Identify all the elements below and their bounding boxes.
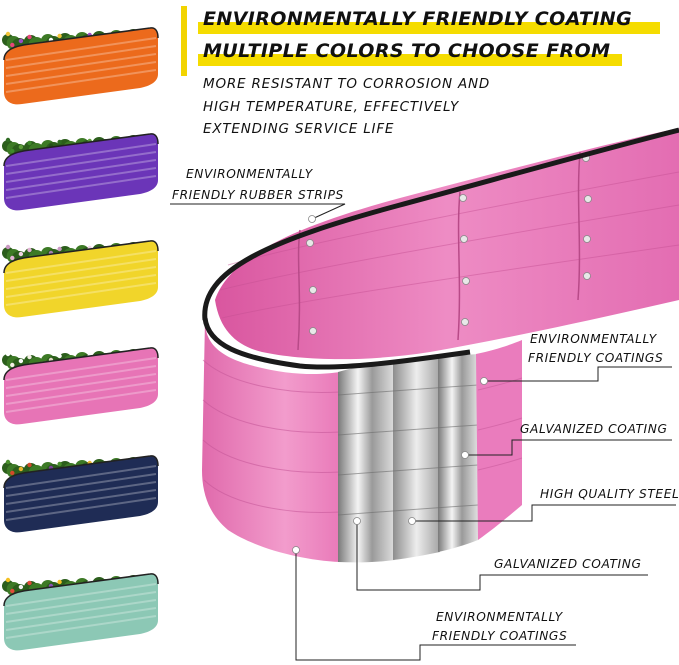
planter-body	[4, 455, 158, 533]
steel-layer-2	[393, 357, 440, 560]
color-option-yellow[interactable]	[0, 215, 160, 323]
subtext-line-3: EXTENDING SERVICE LIFE	[203, 121, 395, 137]
inner-wall-ribs	[219, 171, 679, 319]
callout-steel: HIGH QUALITY STEEL	[540, 487, 679, 501]
rubber-rim	[202, 127, 679, 321]
callout-coatings-top-1: ENVIRONMENTALLY	[530, 332, 657, 346]
panel-seams	[297, 151, 581, 351]
headline-highlight-1	[198, 22, 660, 34]
planter-body	[4, 27, 158, 105]
color-option-purple[interactable]	[0, 108, 160, 216]
headline-line-1: ENVIRONMENTALLY FRIENDLY COATING	[203, 8, 633, 30]
headline-line-2: MULTIPLE COLORS TO CHOOSE FROM	[203, 40, 611, 62]
headline-highlight-2	[198, 54, 622, 66]
subtext-line-1: MORE RESISTANT TO CORROSION AND	[203, 76, 491, 92]
color-option-navy[interactable]	[0, 430, 160, 538]
headline-accent-bar	[181, 6, 187, 76]
planter-body	[4, 133, 158, 211]
steel-layer-3	[438, 354, 478, 552]
color-option-pink[interactable]	[0, 322, 160, 430]
front-wall-ribs	[202, 359, 341, 513]
pink-peel-panel	[476, 340, 522, 540]
callout-rubber-strips-2: FRIENDLY RUBBER STRIPS	[172, 188, 344, 202]
rubber-rim-front	[202, 317, 471, 370]
steel-ribs	[337, 384, 479, 516]
planter-body	[4, 347, 158, 425]
callout-coatings-top-2: FRIENDLY COATINGS	[528, 351, 664, 365]
planter-body	[4, 240, 158, 318]
subtext-line-2: HIGH TEMPERATURE, EFFECTIVELY	[203, 99, 460, 115]
callout-coatings-bottom-2: FRIENDLY COATINGS	[432, 629, 568, 643]
callout-rubber-strips-1: ENVIRONMENTALLY	[186, 167, 313, 181]
callout-galvanized-top: GALVANIZED COATING	[520, 422, 668, 436]
planter-body	[4, 573, 158, 651]
callout-galvanized-bottom: GALVANIZED COATING	[494, 557, 642, 571]
planter-inner-wall	[215, 128, 679, 360]
planter-front-wall	[202, 320, 340, 562]
color-option-sage[interactable]	[0, 548, 160, 656]
color-option-orange[interactable]	[0, 2, 160, 110]
callout-coatings-bottom-1: ENVIRONMENTALLY	[436, 610, 563, 624]
